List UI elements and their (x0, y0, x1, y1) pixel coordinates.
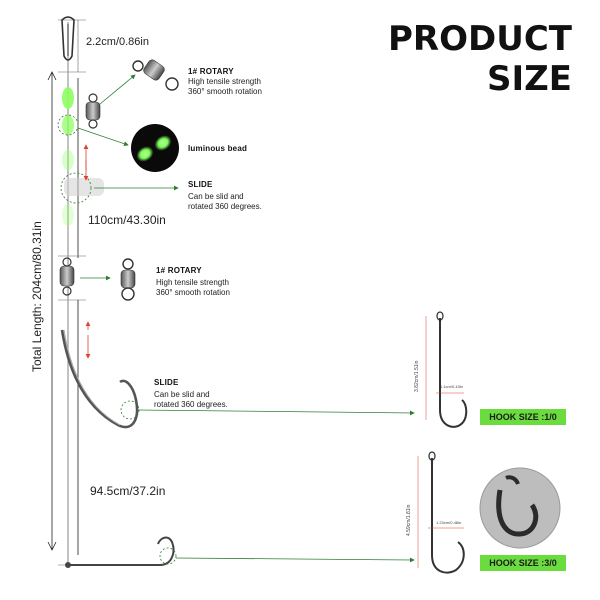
rotary-2-line2: 360° smooth rotation (156, 288, 230, 297)
slide-2-heading: SLIDE (154, 378, 179, 387)
rotary-2-heading: 1# ROTARY (156, 266, 202, 275)
rotary-1-line1: High tensile strength (188, 77, 261, 86)
hook-2-gap: 1.23cm/0.48in (436, 520, 462, 525)
title-line-2: SIZE (486, 59, 572, 99)
bead-heading: luminous bead (188, 144, 248, 153)
rotary-2-line1: High tensile strength (156, 278, 229, 287)
hook-1-length: 3.82cm/1.51in (414, 360, 420, 392)
dim-lower-section: 94.5cm/37.2in (90, 484, 166, 498)
slide-1-heading: SLIDE (188, 180, 213, 189)
title-line-1: PRODUCT (388, 19, 572, 59)
slide-1-line2: rotated 360 degrees. (188, 202, 262, 211)
rotary-1-line2: 360° smooth rotation (188, 87, 262, 96)
slide-1-line1: Can be slid and (188, 192, 244, 201)
dim-top-clip: 2.2cm/0.86in (86, 36, 149, 48)
hook-size-badge-1: HOOK SIZE :1/0 (480, 409, 566, 425)
dim-total-length: Total Length: 204cm/80.31in (30, 221, 44, 372)
rotary-1-heading: 1# ROTARY (188, 67, 234, 76)
dim-upper-section: 110cm/43.30in (88, 213, 166, 227)
hook-1-gap: 1.1cm/0.43in (440, 384, 463, 389)
hook-size-badge-2: HOOK SIZE :3/0 (480, 555, 566, 571)
slide-2-line2: rotated 360 degrees. (154, 400, 228, 409)
hook-2-length: 4.59cm/1.81in (406, 504, 412, 536)
slide-2-line1: Can be slid and (154, 390, 210, 399)
